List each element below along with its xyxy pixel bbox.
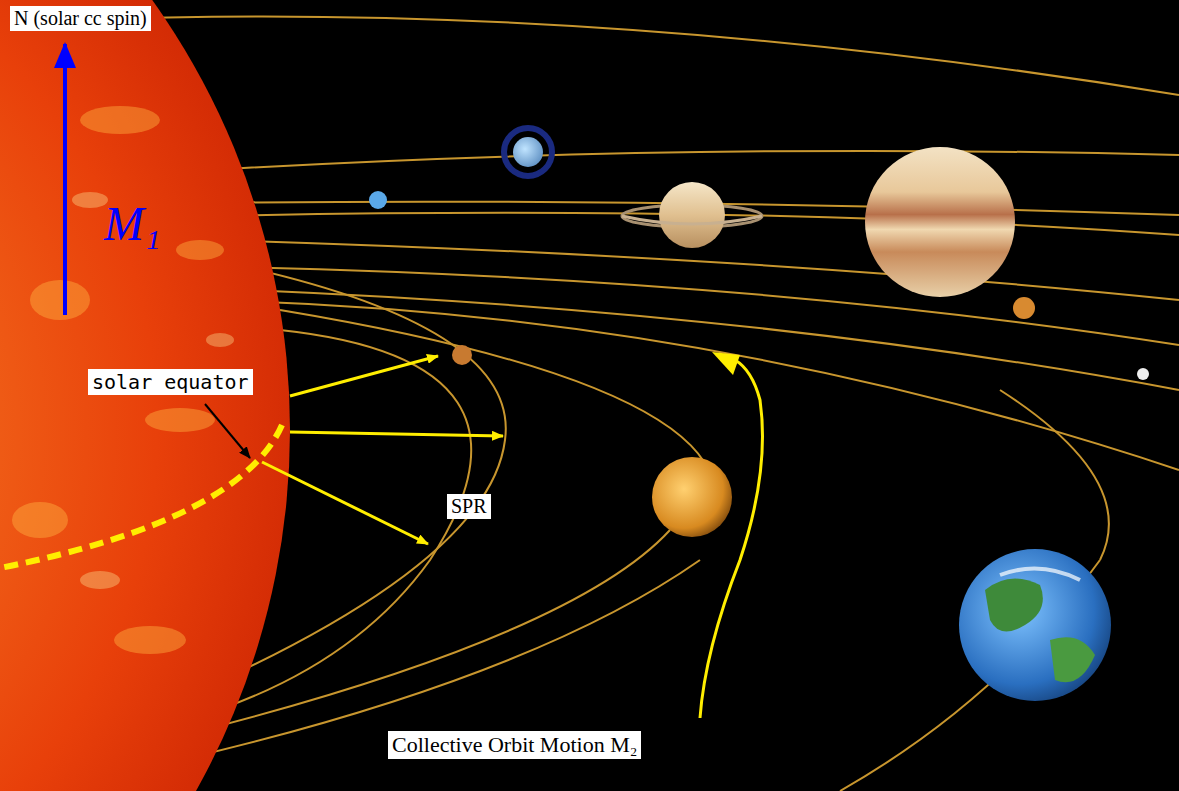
orbit-motion-arrowhead — [712, 352, 740, 375]
leader-line — [205, 404, 250, 458]
axis-label: N (solar cc spin) — [10, 6, 151, 31]
orbit-motion-arrow — [700, 360, 763, 718]
mars — [1013, 297, 1035, 319]
uranus — [504, 128, 552, 176]
earth — [959, 549, 1111, 701]
spin-axis-arrow — [63, 44, 67, 315]
spr-label: SPR — [447, 494, 491, 519]
symbol-label: M₁ — [104, 196, 161, 251]
saturn — [622, 182, 762, 248]
mercury — [452, 345, 472, 365]
pluto — [1137, 368, 1149, 380]
orbit-motion-label: Collective Orbit Motion M₂ — [388, 731, 641, 759]
equator-label: solar equator — [88, 369, 253, 395]
sun — [0, 0, 290, 791]
jupiter — [865, 147, 1015, 297]
projection-arrows — [262, 356, 503, 544]
venus — [652, 457, 732, 537]
planet — [369, 191, 387, 209]
